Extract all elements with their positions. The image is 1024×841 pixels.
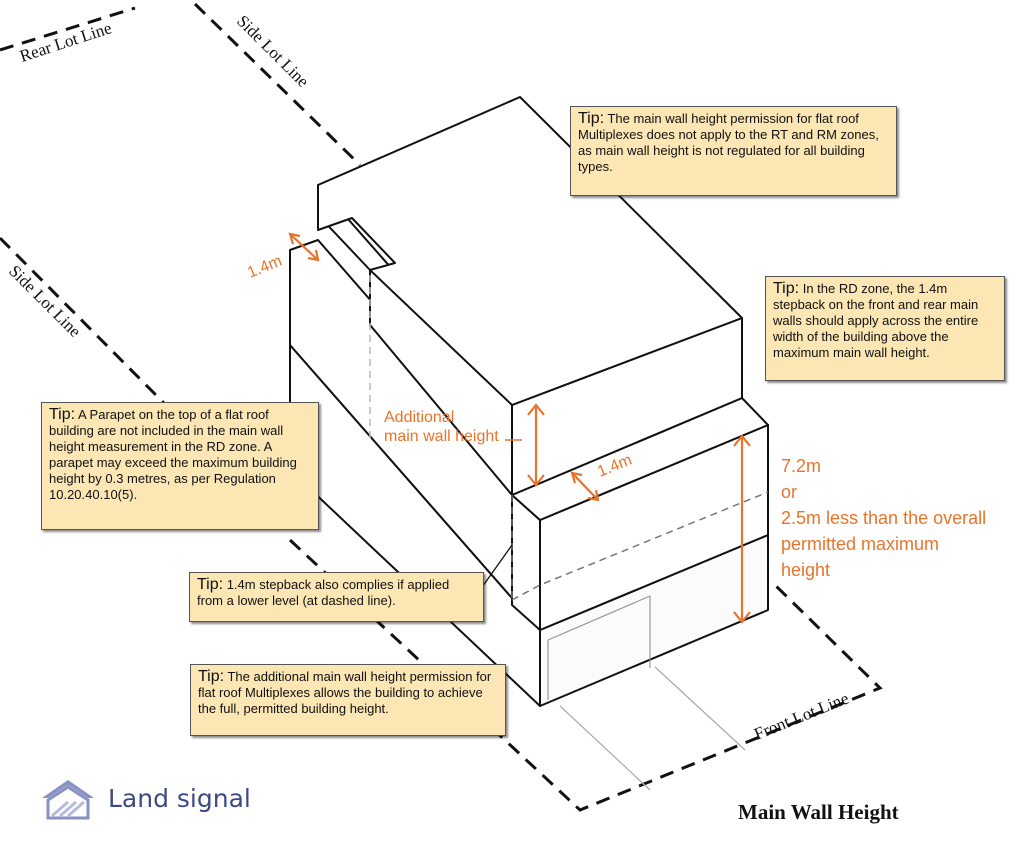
height-label-4: permitted maximum (781, 534, 939, 554)
tip-text: A Parapet on the top of a flat roof buil… (49, 407, 297, 502)
tip-leaders (479, 544, 513, 591)
diagram-caption: Main Wall Height (738, 800, 899, 824)
dimension-arrows (288, 232, 751, 624)
tip-label: Tip: (198, 668, 225, 685)
ground-lines (559, 666, 746, 791)
tip-label: Tip: (49, 406, 76, 423)
house-roof-icon (42, 780, 94, 820)
tip-box-additional-height: Tip: The additional main wall height per… (190, 664, 506, 736)
additional-label-1: Additional (384, 409, 454, 426)
tip-label: Tip: (197, 576, 224, 593)
tip-text: 1.4m stepback also complies if applied f… (197, 577, 450, 608)
stepback-label-top: 1.4m (245, 253, 284, 282)
rear-lot-line (0, 6, 136, 52)
building (289, 96, 769, 707)
additional-label-2: main wall height (384, 428, 499, 445)
stepback-arrow-mid (571, 472, 599, 501)
tip-box-parapet: Tip: A Parapet on the top of a flat roof… (41, 402, 319, 530)
height-label-5: height (781, 560, 830, 580)
logo-text: Land signal (108, 784, 251, 813)
tip-text: In the RD zone, the 1.4m stepback on the… (773, 281, 979, 360)
tip-box-lower-level: Tip: 1.4m stepback also complies if appl… (189, 572, 484, 622)
land-signal-logo: Land signal (38, 776, 268, 826)
side-lot-line-top (193, 2, 362, 167)
tip-box-rd-stepback: Tip: In the RD zone, the 1.4m stepback o… (765, 276, 1005, 381)
height-label-2: or (781, 482, 797, 502)
front-lot-line (288, 538, 883, 812)
front-lot-line-label: Front Lot Line (751, 689, 851, 744)
tip-label: Tip: (578, 110, 605, 127)
tip-label: Tip: (773, 280, 800, 297)
tip-box-rt-rm: Tip: The main wall height permission for… (570, 106, 897, 196)
tip-text: The main wall height permission for flat… (578, 111, 879, 174)
lot-lines (0, 2, 883, 812)
dashed-level-line (369, 275, 769, 601)
rear-lot-line-label: Rear Lot Line (17, 18, 114, 66)
height-label-1: 7.2m (781, 456, 821, 476)
side-lot-line-left-label: Side Lot Line (5, 261, 85, 341)
tip-text: The additional main wall height permissi… (198, 669, 492, 716)
height-label-3: 2.5m less than the overall (781, 508, 986, 528)
stepback-arrow-top (289, 233, 319, 261)
side-lot-line-top-label: Side Lot Line (233, 11, 313, 91)
